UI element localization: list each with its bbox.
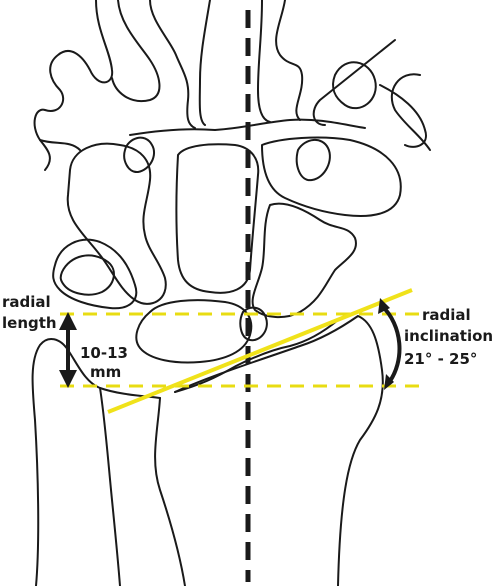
radial-inclination-arrow [378, 298, 402, 390]
inclination-label-1: radial [422, 306, 471, 324]
length-value-label-1: 10-13 [80, 344, 128, 362]
proximal-carpals [52, 238, 268, 364]
radius-outline [174, 315, 384, 586]
length-value-label-2: mm [90, 363, 121, 381]
metacarpal-outlines [33, 0, 431, 171]
inclination-value-label: 21° - 25° [404, 350, 477, 368]
radial-length-label-1: radial [2, 293, 51, 311]
radial-length-arrow [59, 312, 77, 388]
inclination-label-2: inclination [404, 327, 493, 345]
forearm-bones [31, 315, 384, 586]
radial-inclination-line [107, 288, 413, 414]
carpal-bones [66, 136, 402, 318]
radial-length-label-2: length [2, 314, 57, 332]
